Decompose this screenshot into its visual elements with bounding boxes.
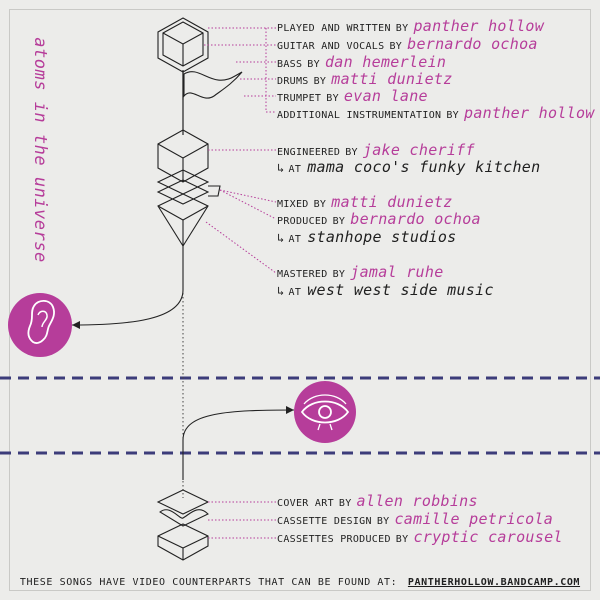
- credit-by: by: [332, 216, 346, 227]
- credit-role: Drums: [277, 76, 309, 87]
- credit-by: by: [307, 59, 320, 70]
- credit-cassettes-produced: Cassettes Produced by cryptic carousel: [277, 530, 563, 547]
- credit-cover-art: Cover Art by allen robbins: [277, 494, 478, 511]
- credit-role: Cover Art: [277, 498, 334, 509]
- eye-icon: [294, 381, 356, 443]
- credit-name: camille petricola: [394, 510, 554, 528]
- ear-icon: [8, 293, 72, 357]
- credit-produced-venue: ↳at stanhope studios: [277, 230, 456, 247]
- return-arrow-icon: ↳: [277, 161, 285, 175]
- credit-at: at: [288, 287, 302, 298]
- credit-trumpet: Trumpet by evan lane: [277, 89, 428, 106]
- credit-role: Mixed: [277, 199, 309, 210]
- footer: These songs have video counterparts that…: [0, 577, 600, 588]
- credit-role: Mastered: [277, 269, 328, 280]
- credit-mastered-venue: ↳at west west side music: [277, 283, 494, 300]
- page-border: [9, 9, 591, 591]
- credit-name: jake cheriff: [362, 141, 475, 159]
- credit-venue: mama coco's funky kitchen: [307, 158, 541, 176]
- credit-role: Guitar and Vocals: [277, 41, 385, 52]
- credit-role: Engineered: [277, 147, 341, 158]
- credit-name: matti dunietz: [331, 70, 453, 88]
- cube-stack-icon: [156, 129, 221, 248]
- credit-name: dan hemerlein: [324, 53, 447, 71]
- credit-role: Played and Written: [277, 23, 391, 34]
- credit-role: Cassettes Produced: [277, 534, 391, 545]
- credit-role: Additional Instrumentation: [277, 110, 442, 121]
- credit-role: Bass: [277, 59, 303, 70]
- credit-engineered-venue: ↳at mama coco's funky kitchen: [277, 160, 540, 177]
- credit-venue: stanhope studios: [307, 228, 457, 246]
- credit-produced: Produced by bernardo ochoa: [277, 212, 481, 229]
- credit-by: by: [345, 147, 358, 158]
- credit-mixed: Mixedby matti dunietz: [277, 195, 453, 212]
- footer-text: These songs have video counterparts that…: [19, 577, 398, 588]
- credit-by: by: [395, 23, 409, 34]
- credit-name: jamal ruhe: [350, 263, 444, 281]
- credit-venue: west west side music: [307, 281, 494, 299]
- layers-icon: [156, 489, 210, 561]
- credit-by: by: [313, 199, 327, 210]
- return-arrow-icon: ↳: [277, 231, 285, 245]
- credit-engineered: Engineered by jake cheriff: [277, 143, 475, 160]
- credit-at: at: [288, 234, 302, 245]
- credit-name: bernardo ochoa: [407, 35, 538, 53]
- return-arrow-icon: ↳: [277, 284, 285, 298]
- credit-played-written: Played and Written by panther hollow: [277, 19, 544, 36]
- credit-at: at: [288, 164, 302, 175]
- credit-name: allen robbins: [356, 492, 478, 510]
- credit-by: by: [389, 41, 403, 52]
- credit-name: panther hollow: [413, 17, 545, 35]
- credit-name: matti dunietz: [331, 193, 453, 211]
- cube-icon-top: [157, 17, 209, 73]
- credit-role: Trumpet: [277, 93, 322, 104]
- credit-by: by: [376, 516, 390, 527]
- credit-role: Produced: [277, 216, 328, 227]
- credit-name: bernardo ochoa: [350, 210, 481, 228]
- credit-by: by: [395, 534, 409, 545]
- credit-bass: Bassby dan hemerlein: [277, 55, 446, 72]
- credit-additional: Additional Instrumentation by panther holl…: [277, 106, 595, 123]
- credit-by: by: [326, 93, 339, 104]
- flag-icon: [182, 71, 243, 100]
- credit-mastered: Mastered by jamal ruhe: [277, 265, 444, 282]
- credit-by: by: [313, 76, 327, 87]
- credit-role: Cassette Design: [277, 516, 372, 527]
- credit-name: panther hollow: [464, 104, 595, 122]
- credit-by: by: [338, 498, 352, 509]
- credit-name: cryptic carousel: [413, 528, 563, 546]
- album-title: atoms in the universe: [30, 37, 50, 263]
- credit-guitar-vocals: Guitar and Vocals by bernardo ochoa: [277, 37, 538, 54]
- credit-cassette-design: Cassette Design by camille petricola: [277, 512, 553, 529]
- credit-name: evan lane: [343, 87, 428, 105]
- credit-by: by: [446, 110, 459, 121]
- credit-drums: Drumsby matti dunietz: [277, 72, 453, 89]
- credit-by: by: [332, 269, 346, 280]
